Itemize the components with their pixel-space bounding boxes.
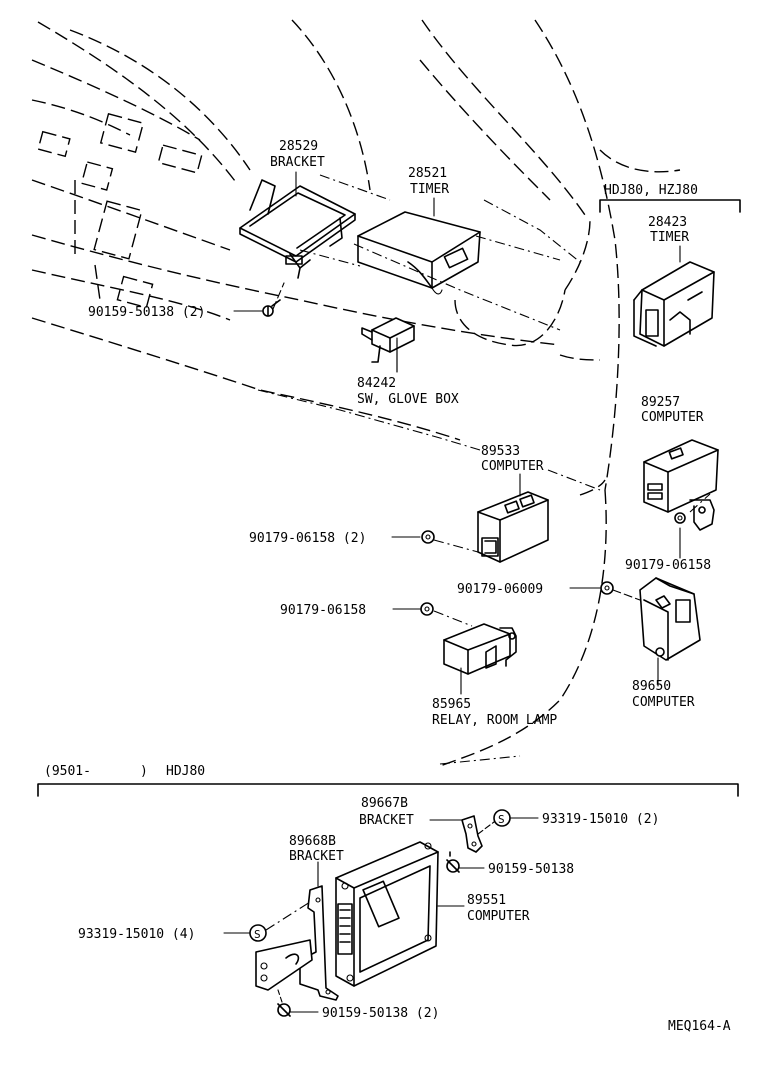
timer-28521-drawing — [357, 211, 481, 295]
part-name-28529: BRACKET — [270, 155, 325, 170]
part-number-89257: 89257 — [641, 395, 680, 410]
part-number-89533: 89533 — [481, 444, 520, 459]
part-number-28521: 28521 — [408, 166, 447, 181]
washer-90179-06158-a-drawing — [421, 530, 435, 544]
timer-28423-drawing — [633, 261, 715, 347]
washer-90179-06158-b-drawing — [420, 602, 434, 616]
leader-lines-bottom — [223, 817, 539, 1013]
part-name-89551: COMPUTER — [467, 909, 530, 924]
part-label-90179-c: 90179-06009 — [457, 582, 543, 597]
labels: 28529 BRACKET 28521 TIMER 90159-50138 (2… — [44, 139, 731, 1034]
group-date-range: (9501- — [44, 764, 91, 779]
part-name-89257: COMPUTER — [641, 410, 704, 425]
bracket-89668b-drawing — [255, 885, 339, 1001]
part-label-90159-mid: 90159-50138 — [488, 862, 574, 877]
washer-90179-06009-drawing — [600, 581, 641, 601]
computer-89257-drawing — [643, 439, 719, 531]
group-label-hdj80-hzj80: HDJ80, HZJ80 — [604, 183, 698, 198]
part-number-89667b: 89667B — [361, 796, 408, 811]
part-label-90159-top: 90159-50138 (2) — [88, 305, 205, 320]
s-mark-a: S — [498, 813, 505, 826]
part-number-89650: 89650 — [632, 679, 671, 694]
part-label-90179-d: 90179-06158 — [625, 558, 711, 573]
screw-90159-top-drawing — [262, 282, 285, 317]
part-number-89668b: 89668B — [289, 834, 336, 849]
switch-84242-drawing — [361, 317, 415, 373]
group-bracket-bottom — [37, 783, 739, 797]
part-number-28529: 28529 — [279, 139, 318, 154]
part-name-28423: TIMER — [650, 230, 689, 245]
s-mark-b: S — [254, 928, 261, 941]
part-label-90179-b: 90179-06158 — [280, 603, 366, 618]
part-number-89551: 89551 — [467, 893, 506, 908]
leader-lines — [233, 171, 711, 765]
computer-89533-drawing — [477, 491, 549, 563]
part-name-84242: SW, GLOVE BOX — [357, 392, 459, 407]
part-name-89667b: BRACKET — [359, 813, 414, 828]
dashboard-outline — [31, 19, 681, 767]
part-label-93319-b: 93319-15010 (4) — [78, 927, 195, 942]
s-washer-93319-b-drawing: S — [249, 924, 267, 942]
group-date-range-close: ) — [140, 764, 148, 779]
part-name-89533: COMPUTER — [481, 459, 544, 474]
part-name-85965: RELAY, ROOM LAMP — [432, 713, 557, 728]
computer-89551-drawing — [335, 841, 439, 987]
screw-90159-bot-drawing — [277, 989, 291, 1017]
computer-89650-drawing — [639, 577, 701, 661]
part-name-89650: COMPUTER — [632, 695, 695, 710]
part-number-84242: 84242 — [357, 376, 396, 391]
part-name-89668b: BRACKET — [289, 849, 344, 864]
group-bracket-hdj80-hzj80 — [599, 199, 741, 213]
part-number-85965: 85965 — [432, 697, 471, 712]
part-label-90179-a: 90179-06158 (2) — [249, 531, 366, 546]
part-label-93319-a: 93319-15010 (2) — [542, 812, 659, 827]
group-label-hdj80: HDJ80 — [166, 764, 205, 779]
screw-90159-mid-drawing — [446, 851, 460, 873]
s-washer-93319-a-drawing: S — [493, 809, 511, 827]
part-name-28521: TIMER — [410, 182, 449, 197]
drawing-code: MEQ164-A — [668, 1019, 731, 1034]
part-label-90159-bot: 90159-50138 (2) — [322, 1006, 439, 1021]
bracket-28529-drawing — [239, 179, 356, 279]
part-number-28423: 28423 — [648, 215, 687, 230]
relay-85965-drawing — [443, 623, 517, 675]
bracket-89667b-drawing — [461, 815, 495, 853]
